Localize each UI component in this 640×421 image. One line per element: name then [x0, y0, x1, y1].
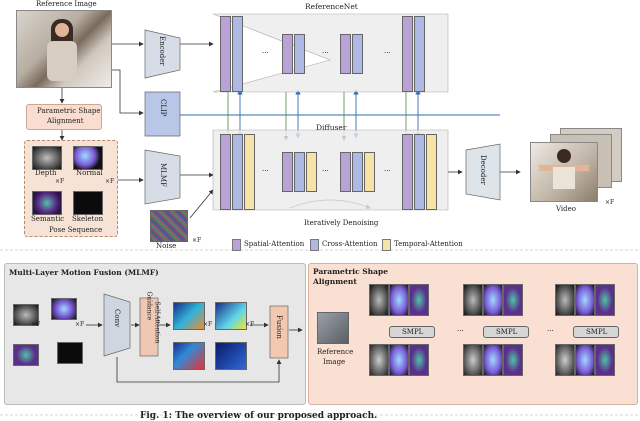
mlmf-feature-3 — [173, 342, 205, 370]
legend: Spatial-Attention Cross-Attention Tempor… — [232, 238, 532, 251]
psa-render — [389, 284, 409, 316]
ellipsis: ··· — [322, 49, 329, 57]
psa-panel: Parametric Shape Alignment Reference Ima… — [308, 263, 638, 405]
pose-sequence-panel: Depth Normal Semantic Skeleton Pose Sequ… — [24, 140, 118, 237]
temporal-attention-block — [364, 152, 375, 192]
conv-label: Conv — [113, 309, 121, 328]
smpl-box-2: SMPL — [483, 326, 529, 338]
output-video-frame-1 — [530, 142, 598, 202]
reference-image-label: Reference Image — [36, 0, 97, 8]
referencenet-title: ReferenceNet — [305, 2, 358, 11]
temporal-attention-block — [306, 152, 317, 192]
psa-render — [369, 344, 389, 376]
self-attention-label: Self-Attention — [153, 301, 161, 344]
temporal-attention-block — [426, 134, 437, 210]
cross-attention-block — [232, 16, 243, 92]
spatial-attention-block — [402, 134, 413, 210]
cross-attention-block — [352, 152, 363, 192]
iterative-denoising-label: Iteratively Denoising — [304, 219, 379, 227]
cross-attention-block — [352, 34, 363, 74]
pose-sequence-label: Pose Sequence — [49, 226, 103, 234]
psa-render — [409, 284, 429, 316]
spatial-attention-block — [340, 34, 351, 74]
mlmf-feature-4 — [215, 342, 247, 370]
mlmf-depth-input — [13, 304, 39, 326]
guidance-label: Guidance — [145, 291, 153, 321]
parametric-shape-alignment-box: Parametric Shape Alignment — [26, 104, 102, 130]
psa-render — [369, 284, 389, 316]
mlmf-title: Multi-Layer Motion Fusion (MLMF) — [9, 268, 159, 277]
psa-title-1: Parametric Shape — [313, 267, 389, 276]
video-label: Video — [556, 205, 577, 213]
psa-render — [575, 284, 595, 316]
cross-attention-block — [414, 134, 425, 210]
mlmf-feature-1 — [173, 302, 205, 330]
psa-render — [389, 344, 409, 376]
ellipsis: ··· — [384, 167, 391, 175]
psa-render — [595, 344, 615, 376]
legend-temporal-swatch — [382, 239, 391, 251]
mlmf-feature-2 — [215, 302, 247, 330]
temporal-attention-block — [244, 134, 255, 210]
noise-label: Noise — [156, 242, 177, 250]
cross-attention-block — [294, 152, 305, 192]
psa-render — [463, 344, 483, 376]
spatial-attention-block — [220, 16, 231, 92]
spatial-attention-block — [282, 34, 293, 74]
psa-reference-image — [317, 312, 349, 344]
ellipsis: ··· — [322, 167, 329, 175]
mlmf-skeleton-input — [57, 342, 83, 364]
spatial-attention-block — [282, 152, 293, 192]
normal-map — [73, 146, 103, 170]
cross-attention-block — [294, 34, 305, 74]
ellipsis: ··· — [384, 49, 391, 57]
diffuser-title: Diffuser — [316, 123, 347, 132]
skeleton-map — [73, 191, 103, 215]
mlmf-panel: Multi-Layer Motion Fusion (MLMF) ×F ×F ×… — [4, 263, 306, 405]
psa-render — [575, 344, 595, 376]
spatial-attention-block — [220, 134, 231, 210]
spatial-attention-block — [340, 152, 351, 192]
smpl-box-3: SMPL — [573, 326, 619, 338]
psa-render — [503, 344, 523, 376]
psa-title-2: Alignment — [313, 277, 357, 286]
psa-render — [595, 284, 615, 316]
mlmf-normal-input — [51, 298, 77, 320]
psa-render — [555, 284, 575, 316]
fusion-label: Fusion — [275, 315, 283, 339]
figure-caption: Fig. 1: The overview of our proposed app… — [140, 411, 378, 421]
ellipsis: ··· — [262, 167, 269, 175]
spatial-attention-block — [402, 16, 413, 92]
mlmf-semantic-input — [13, 344, 39, 366]
reference-image — [16, 10, 112, 88]
legend-spatial-swatch — [232, 239, 241, 251]
psa-render — [555, 344, 575, 376]
cross-attention-block — [414, 16, 425, 92]
psa-render — [409, 344, 429, 376]
semantic-map — [32, 191, 62, 215]
legend-cross-swatch — [310, 239, 319, 251]
cross-attention-block — [232, 134, 243, 210]
depth-map — [32, 146, 62, 170]
psa-render — [483, 344, 503, 376]
ellipsis: ··· — [262, 49, 269, 57]
noise-image — [150, 210, 188, 242]
psa-render — [483, 284, 503, 316]
psa-render — [503, 284, 523, 316]
psa-render — [463, 284, 483, 316]
smpl-box-1: SMPL — [389, 326, 435, 338]
